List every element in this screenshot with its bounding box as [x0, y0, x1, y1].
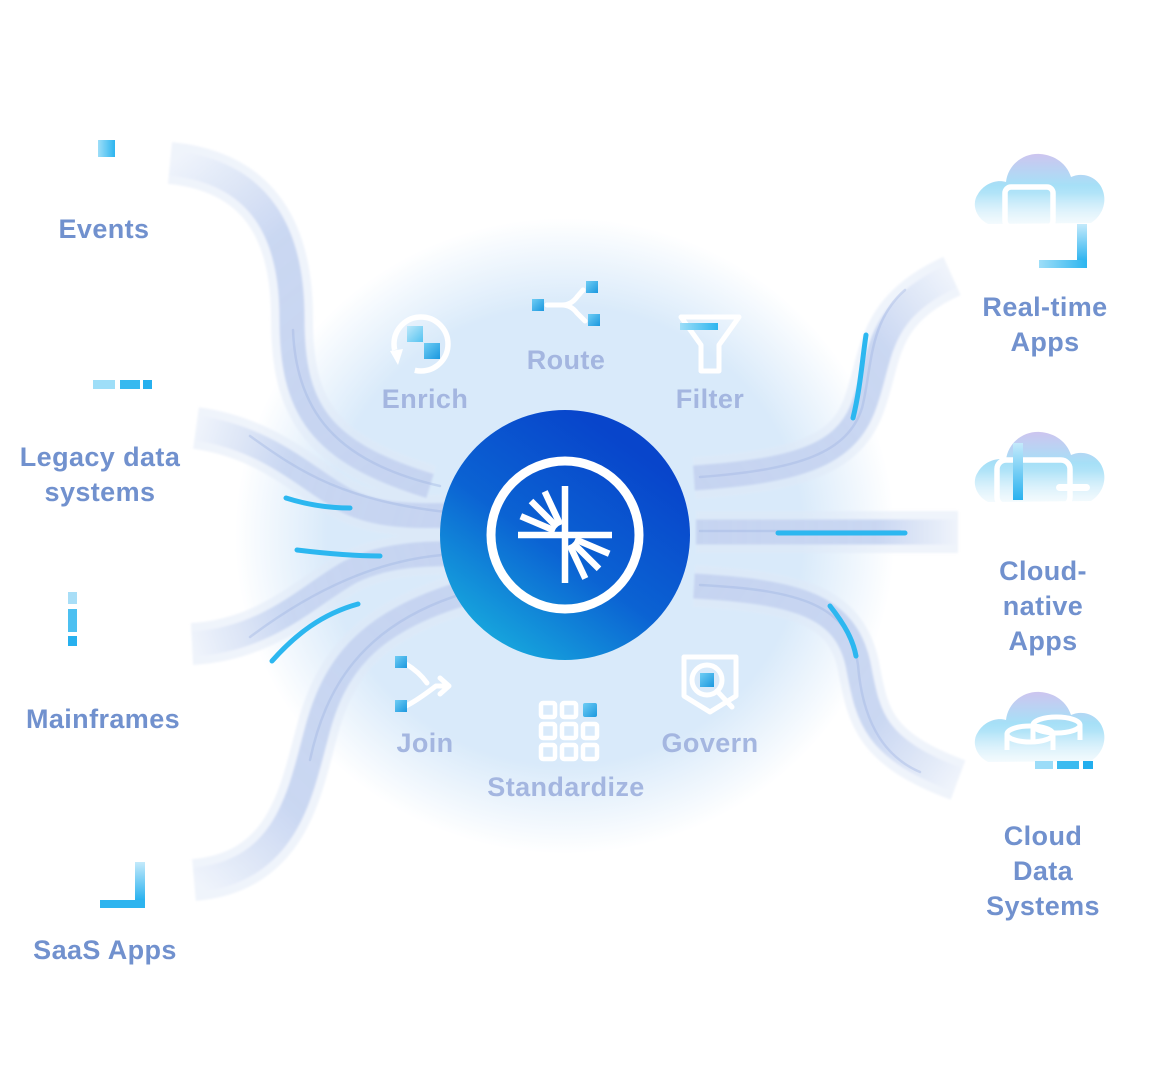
capability-label-join: Join — [396, 728, 454, 758]
capability-label-standardize: Standardize — [487, 772, 645, 802]
ribbon-legacy — [194, 415, 463, 529]
ribbon-saas — [192, 579, 472, 893]
fork-split-icon — [532, 281, 600, 326]
accent-events — [283, 495, 353, 511]
clouddata-dashes-icon — [1035, 761, 1093, 769]
ribbon-events — [168, 150, 434, 498]
confluent-starburst-logo — [440, 410, 690, 660]
cloud-database-icon — [974, 691, 1105, 762]
flow-ribbons — [167, 142, 966, 901]
grid-squares-icon — [538, 700, 600, 762]
cloudnative-bar-icon — [1013, 443, 1023, 500]
destination-label-clouddata: Cloud Data Systems — [986, 821, 1100, 921]
ribbon-mainframes — [191, 541, 466, 657]
destination-label-cloudnative: Cloud-native Apps — [999, 556, 1087, 656]
source-label-saas: SaaS Apps — [33, 935, 177, 965]
shield-magnifier-icon — [681, 654, 739, 715]
cloud-laptop-icon — [974, 431, 1105, 509]
accent-clouddata — [827, 603, 859, 659]
accent-legacy — [294, 547, 383, 559]
accent-saas — [269, 601, 361, 664]
source-label-events: Events — [58, 214, 150, 244]
destination-label-realtime: Real-time Apps — [982, 292, 1108, 357]
capability-label-enrich: Enrich — [381, 384, 469, 414]
dashed-line-icon — [93, 380, 152, 389]
merge-arrow-icon — [395, 656, 452, 712]
refresh-cycle-icon — [390, 314, 451, 374]
vertical-dashes-icon — [68, 592, 77, 646]
accent-realtime — [850, 332, 869, 421]
realtime-bracket-icon — [1039, 224, 1087, 268]
cloud-screen-icon — [974, 153, 1105, 230]
ribbon-clouddata — [693, 573, 963, 792]
starburst-icon — [518, 486, 612, 583]
funnel-icon — [678, 314, 742, 374]
source-label-mainframes: Mainframes — [25, 704, 181, 734]
capability-label-filter: Filter — [675, 384, 745, 414]
capability-label-govern: Govern — [661, 728, 759, 758]
capability-label-route: Route — [526, 345, 606, 375]
corner-bracket-icon — [100, 862, 145, 908]
ribbon-realtime — [693, 264, 958, 491]
event-square-icon — [98, 140, 115, 157]
accent-lines — [269, 332, 908, 664]
source-label-legacy: Legacy data systems — [19, 442, 181, 507]
